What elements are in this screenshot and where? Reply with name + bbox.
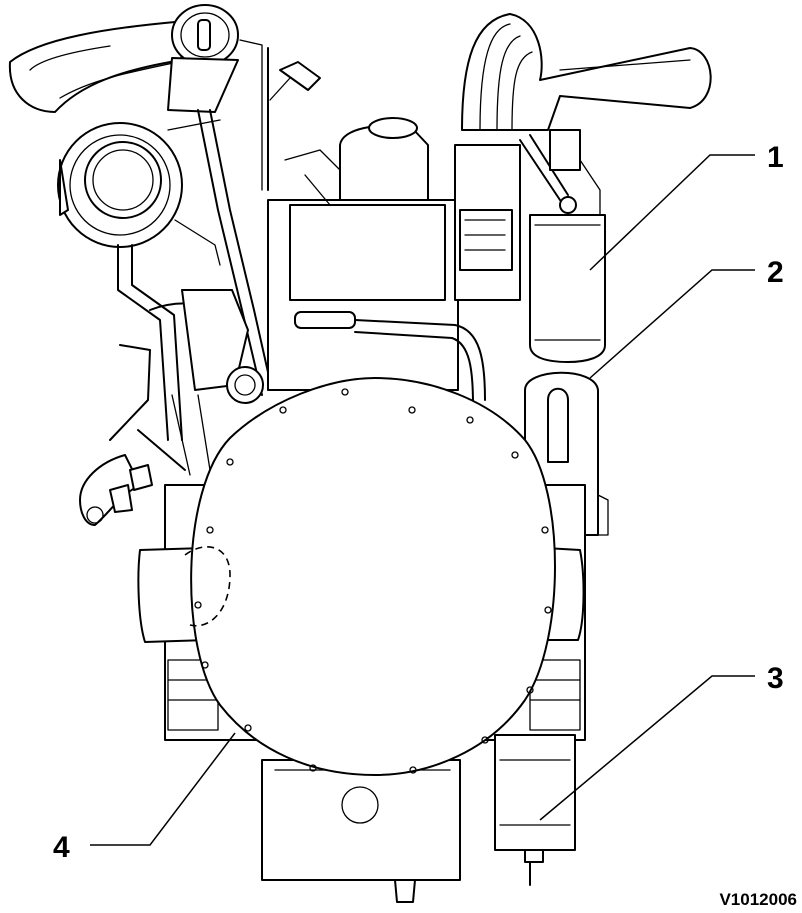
callout-4-label: 4: [53, 831, 70, 864]
oil-filler-neck: [167, 4, 269, 191]
intake-pipe-left: [8, 21, 183, 113]
callout-1-leader: [589, 154, 755, 271]
flywheel-housing: [184, 377, 556, 776]
callout-4-leader: [90, 732, 236, 846]
callout-3: 3: [539, 662, 784, 821]
housing-bolt-holes: [194, 388, 552, 774]
callout-4: 4: [53, 732, 236, 864]
callout-1-label: 1: [767, 141, 784, 174]
left-pipework: [79, 244, 264, 526]
oil-sump: [261, 759, 461, 903]
callout-2: 2: [589, 256, 784, 379]
fuel-water-separator: [494, 734, 576, 886]
callout-1: 1: [589, 141, 784, 271]
callout-3-leader: [539, 675, 755, 821]
callout-3-label: 3: [767, 662, 784, 695]
turbocharger: [57, 119, 221, 266]
figure-id: V1012006: [719, 890, 797, 909]
dipstick-tube: [197, 61, 321, 396]
oil-filter: [529, 214, 606, 363]
right-pipework: [519, 129, 601, 216]
callout-2-leader: [589, 269, 755, 379]
intake-pipe-right: [461, 13, 712, 131]
callout-2-label: 2: [767, 256, 784, 289]
engine-block-upper: [267, 117, 521, 406]
